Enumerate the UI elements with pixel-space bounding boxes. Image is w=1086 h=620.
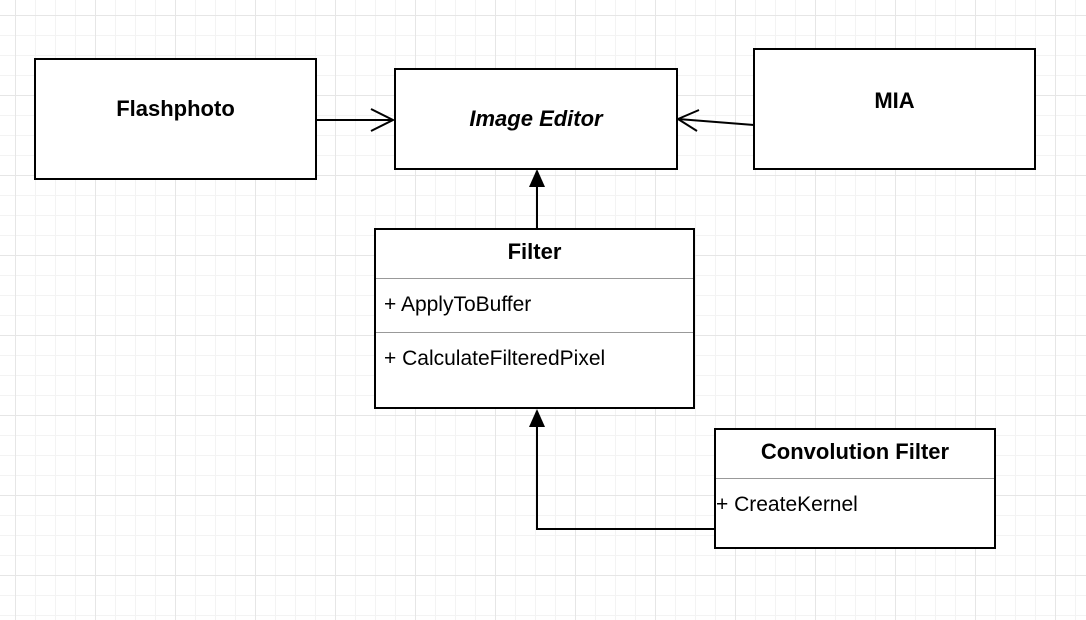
mia-label: MIA (874, 88, 915, 113)
filter-class-name: Filter (507, 239, 562, 264)
divider (376, 332, 693, 333)
image-editor-box[interactable]: Image Editor (394, 68, 678, 170)
convolution-to-filter-edge (536, 425, 714, 530)
mia-box[interactable]: MIA (753, 48, 1036, 170)
mia-to-image-editor-edge (677, 118, 755, 126)
convolution-filter-operation: + CreateKernel (716, 493, 858, 516)
flashphoto-box[interactable]: Flashphoto (34, 58, 317, 180)
divider (716, 478, 994, 479)
filter-operation: + CalculateFilteredPixel (384, 347, 606, 370)
filled-arrowhead (529, 409, 545, 427)
open-arrowhead (370, 108, 396, 132)
filter-operation: + ApplyToBuffer (384, 293, 532, 316)
filter-class[interactable]: Filter + ApplyToBuffer + CalculateFilter… (374, 228, 695, 409)
filled-arrowhead (529, 169, 545, 187)
convolution-filter-class[interactable]: Convolution Filter + CreateKernel (714, 428, 996, 549)
open-arrowhead (675, 109, 700, 132)
flashphoto-label: Flashphoto (116, 96, 235, 121)
image-editor-label: Image Editor (469, 106, 603, 131)
convolution-filter-class-name: Convolution Filter (760, 439, 950, 464)
divider (376, 278, 693, 279)
